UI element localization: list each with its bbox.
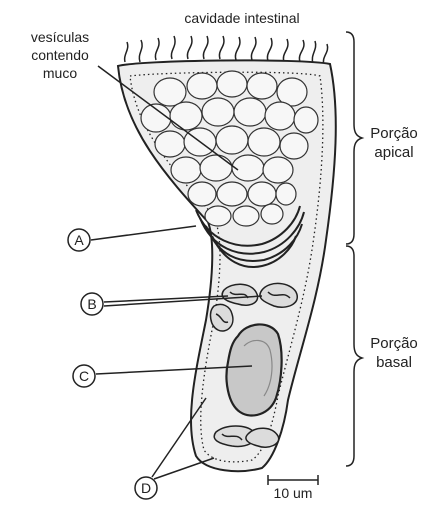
- vesicles-label-line2: contendo: [31, 47, 89, 63]
- basal-brace: [346, 246, 362, 466]
- marker-b-label: B: [87, 296, 96, 312]
- marker-d-label: D: [141, 480, 151, 496]
- scale-bar-label: 10 um: [274, 485, 313, 501]
- mucus-vesicles: [141, 71, 318, 226]
- vesicles-label-line1: vesículas: [31, 29, 89, 45]
- vesicles-label-line3: muco: [43, 65, 77, 81]
- marker-a-pointer-line: [91, 226, 196, 240]
- basal-label-line1: Porção: [370, 335, 418, 352]
- marker-c-label: C: [79, 368, 89, 384]
- nucleus: [227, 324, 282, 415]
- apical-brace: [346, 32, 362, 244]
- apical-label-line1: Porção: [370, 125, 418, 142]
- basal-label-line2: basal: [376, 354, 412, 371]
- intestinal-cavity-label: cavidade intestinal: [184, 10, 299, 26]
- marker-a-label: A: [74, 232, 84, 248]
- apical-label-line2: apical: [374, 144, 413, 161]
- scale-bar: [268, 475, 318, 485]
